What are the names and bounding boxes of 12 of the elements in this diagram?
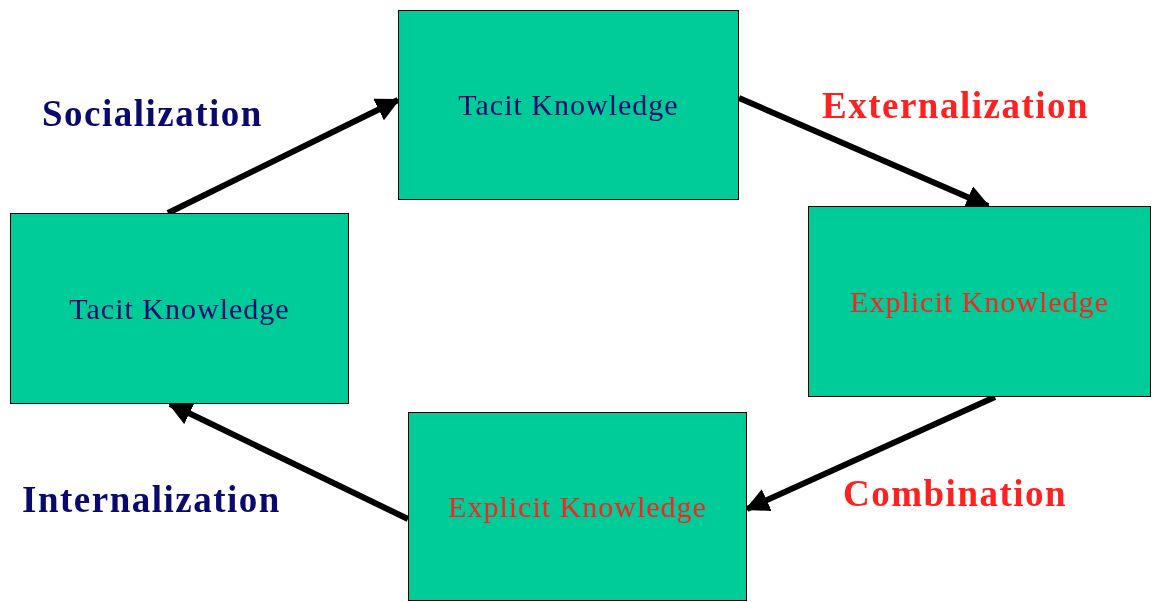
edge-label: Internalization (22, 478, 281, 521)
node-label: Explicit Knowledge (850, 284, 1109, 319)
node-label: Explicit Knowledge (448, 489, 707, 524)
node-label: Tacit Knowledge (69, 291, 290, 326)
edge-label: Combination (843, 472, 1068, 515)
edge-label: Externalization (822, 84, 1090, 127)
knowledge-box (10, 213, 349, 404)
knowledge-box (398, 10, 739, 200)
node-label: Tacit Knowledge (458, 88, 679, 122)
knowledge-box (808, 206, 1151, 397)
knowledge-box (408, 412, 747, 601)
edge-label: Socialization (42, 92, 263, 135)
